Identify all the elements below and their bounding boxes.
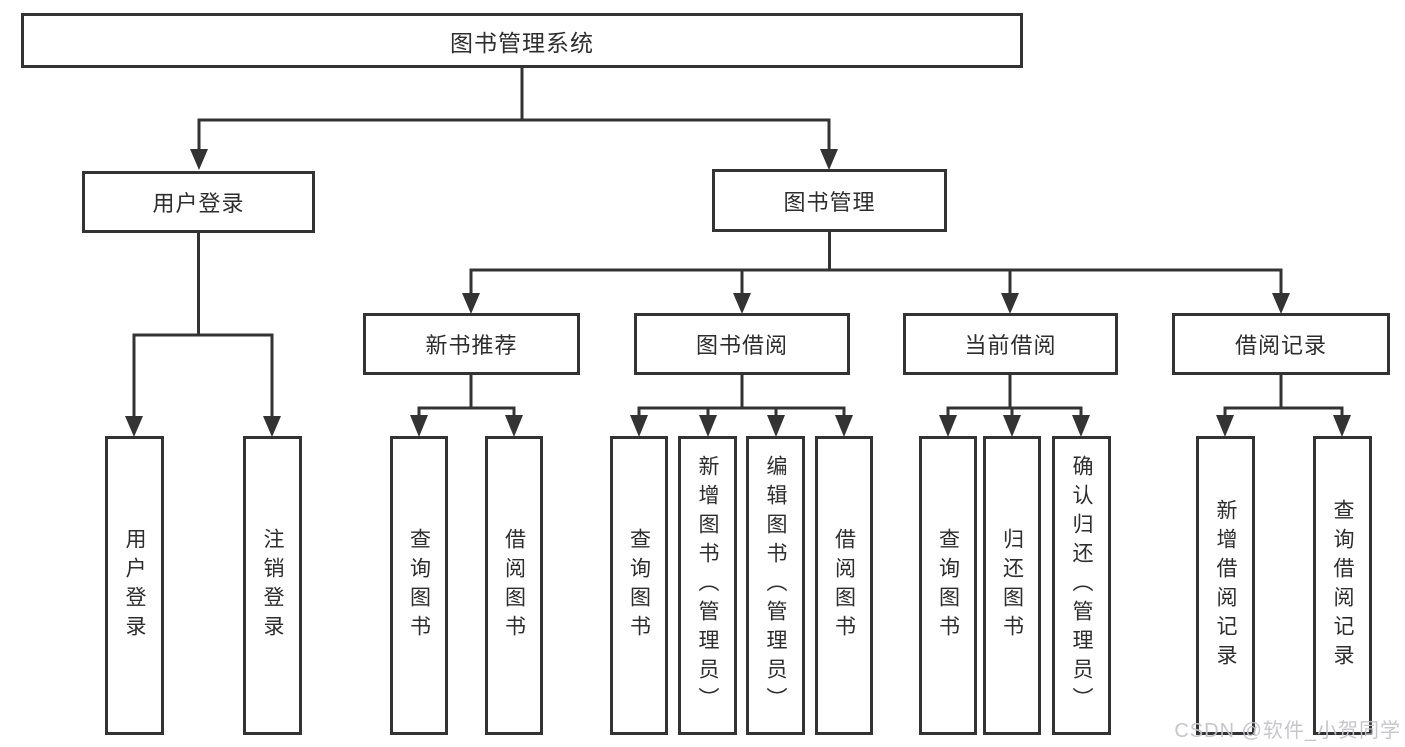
leaf-query-books-rec: 查询图书 <box>390 436 448 735</box>
node-label: 用户登录 <box>123 527 146 644</box>
leaf-logout: 注销登录 <box>243 436 302 735</box>
connector-newbookrec-to-leaves <box>410 375 523 437</box>
node-label: 查询图书 <box>936 527 960 644</box>
csdn-watermark: CSDN @软件_小贺同学 <box>1174 720 1401 742</box>
connector-currentborrow-to-leaves <box>939 375 1090 437</box>
leaf-query-borrow-record: 查询借阅记录 <box>1313 436 1372 735</box>
leaf-borrow-books-rec: 借阅图书 <box>485 436 543 735</box>
connector-borrowrecords-to-leaves <box>1216 375 1351 437</box>
node-label: 查询图书 <box>407 527 431 644</box>
node-label: 新增图书（管理员） <box>696 455 719 716</box>
leaf-edit-books-admin: 编辑图书（管理员） <box>746 436 805 735</box>
connector-bookborrow-to-leaves <box>630 375 853 437</box>
node-label: 图书借阅 <box>695 333 788 358</box>
node-book-management: 图书管理 <box>712 169 947 232</box>
connector-root-to-level2 <box>190 68 838 170</box>
node-library-management-system: 图书管理系统 <box>21 13 1023 68</box>
node-label: 确认归还（管理员） <box>1070 455 1093 716</box>
node-label: 用户登录 <box>152 191 245 216</box>
node-label: 查询图书 <box>627 527 651 644</box>
leaf-return-books: 归还图书 <box>983 436 1041 735</box>
connector-bookmgmt-to-level3 <box>462 232 1290 314</box>
node-label: 编辑图书（管理员） <box>764 455 787 716</box>
node-label: 借阅记录 <box>1234 333 1327 358</box>
leaf-confirm-return-admin: 确认归还（管理员） <box>1052 436 1111 735</box>
node-label: 新增借阅记录 <box>1214 498 1237 673</box>
node-new-book-recommendation: 新书推荐 <box>363 313 580 375</box>
leaf-user-login: 用户登录 <box>105 436 164 735</box>
node-label: 借阅图书 <box>832 527 856 644</box>
node-label: 归还图书 <box>1000 527 1024 644</box>
node-current-borrowing: 当前借阅 <box>903 313 1118 375</box>
node-label: 查询借阅记录 <box>1331 498 1354 673</box>
node-label: 注销登录 <box>261 527 284 644</box>
leaf-query-books-borrow: 查询图书 <box>610 436 668 735</box>
node-borrowing-records: 借阅记录 <box>1172 313 1390 375</box>
node-book-borrowing: 图书借阅 <box>634 313 850 375</box>
node-label: 图书管理系统 <box>450 29 594 56</box>
connector-userlogin-to-leaves <box>125 233 281 437</box>
node-user-login: 用户登录 <box>82 171 315 233</box>
node-label: 借阅图书 <box>502 527 526 644</box>
leaf-add-borrow-record: 新增借阅记录 <box>1196 436 1255 735</box>
leaf-borrow-books: 借阅图书 <box>815 436 873 735</box>
leaf-query-books-current: 查询图书 <box>919 436 977 735</box>
node-label: 新书推荐 <box>425 333 518 358</box>
node-label: 当前借阅 <box>964 333 1057 358</box>
leaf-add-books-admin: 新增图书（管理员） <box>678 436 737 735</box>
node-label: 图书管理 <box>783 189 876 215</box>
